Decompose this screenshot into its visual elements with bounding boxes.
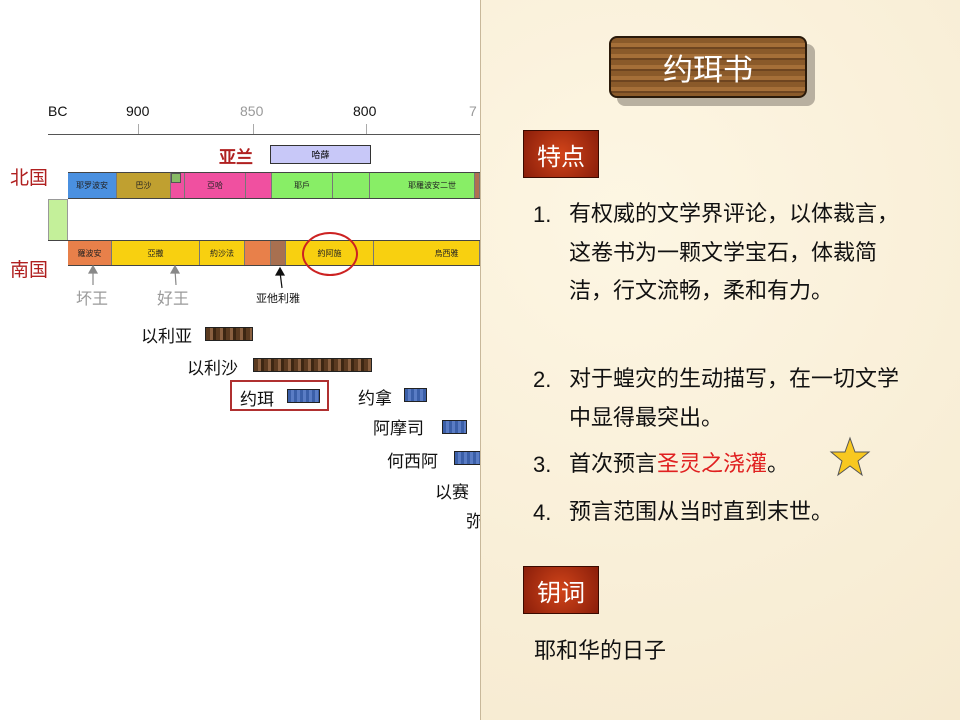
good-king-label: 好王 [157,289,190,308]
prophet-label: 何西阿 [387,452,438,472]
prophet-label: 以利沙 [187,359,238,379]
era-label: BC [48,103,68,119]
reign-segment: 耶戶 [272,173,333,198]
title-plank: 约珥书 [609,36,807,98]
item-text: 有权威的文学界评论，以体裁言，这卷书为一颗文学宝石，体裁简洁，行文流畅，柔和有力… [569,202,900,304]
tick-mark [366,124,367,134]
star-icon [829,436,871,477]
highlighted-text: 圣灵之浇灌 [657,452,768,477]
hazael-bar: 哈薛 [270,145,371,164]
item-text: 对于蝗灾的生动描写，在一切文学中显得最突出。 [569,367,900,431]
reign-segment [245,241,271,265]
prophet-label: 以利亚 [141,327,192,347]
prophet-bar [205,327,253,341]
book-info-panel: 约珥书 特点 1. 有权威的文学界评论，以体裁言，这卷书为一颗文学宝石，体裁简洁，… [480,0,960,720]
item-number: 1. [533,202,552,227]
reign-segment: 耶羅波安二世 [370,173,475,198]
tick-label: 850 [240,103,264,119]
reign-segment [246,173,272,198]
reign-segment [271,241,286,265]
north-kingdom-label: 北国 [10,167,49,189]
item-number: 4. [533,500,552,525]
feature-item: 4. 预言范围从当时直到末世。 [533,494,903,533]
item-number: 2. [533,367,552,392]
tick-label: 800 [353,103,377,119]
axis-line [48,134,480,135]
joel-highlight-box [230,380,329,411]
feature-item: 3. 首次预言圣灵之浇灌。 [533,446,903,485]
features-heading: 特点 [523,130,599,178]
athaliah-label: 亚他利雅 [256,292,300,305]
reign-segment [171,173,185,198]
reign-segment: 亞撒 [112,241,200,265]
tick-mark [253,124,254,134]
prophet-label: 约拿 [358,389,392,409]
tick-label: 7 [469,103,477,119]
reign-segment: 羅波安 [68,241,112,265]
arrow-icon [169,264,181,274]
keyword-text: 耶和华的日子 [534,639,667,664]
item-text: 预言范围从当时直到末世。 [569,500,834,525]
reign-segment: 耶罗波安 [68,173,117,198]
prophet-label: 约珥 [240,390,274,410]
reign-segment: 亞哈 [185,173,246,198]
divider [48,240,480,241]
prophet-bar [253,358,372,372]
feature-item: 2. 对于蝗灾的生动描写，在一切文学中显得最突出。 [533,361,903,438]
arrow-icon [274,266,286,276]
prophet-bar [442,420,467,434]
reign-segment: 烏西雅 [374,241,480,265]
arrows [87,264,286,289]
feature-item: 1. 有权威的文学界评论，以体裁言，这卷书为一颗文学宝石，体裁简洁，行文流畅，柔和… [533,196,903,312]
prophet-label: 弥 [466,512,483,532]
reign-segment: 巴沙 [117,173,171,198]
tick-label: 900 [126,103,150,119]
prophet-label: 以赛 [435,483,469,503]
item-number: 3. [533,452,552,477]
prophet-bar [404,388,427,402]
tick-mark [138,124,139,134]
keyword-heading: 钥词 [523,566,599,614]
item-text: 。 [767,452,790,477]
bad-king-label: 坏王 [76,289,109,308]
reign-segment [475,173,480,198]
aram-label: 亚兰 [219,148,253,168]
reign-segment: 約沙法 [200,241,245,265]
south-kingdom-label: 南国 [10,259,49,281]
prophet-label: 阿摩司 [373,419,424,439]
item-text: 首次预言 [569,452,658,477]
reign-segment [333,173,370,198]
highlight-circle [302,232,358,276]
prophet-bar [287,389,320,403]
north-reigns-bar: 耶罗波安 巴沙 亞哈 耶戶 耶羅波安二世 [68,172,480,199]
arrow-icon [87,264,99,274]
